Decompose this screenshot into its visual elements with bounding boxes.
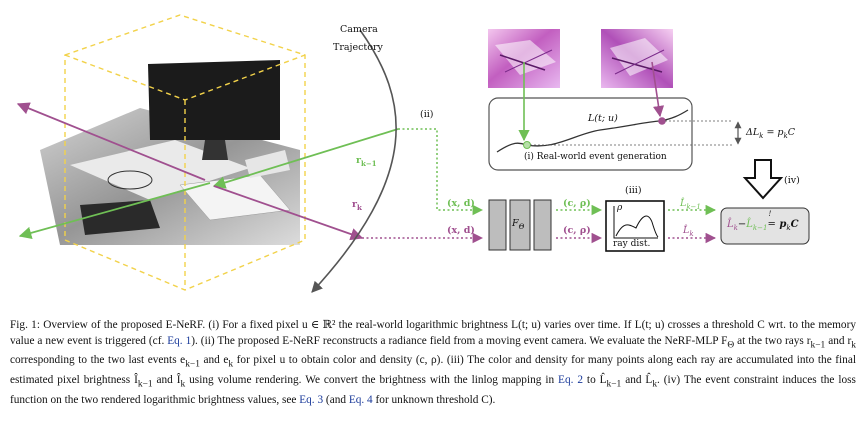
ltu-label: L(t; u): [588, 113, 618, 124]
ray-rk1: [212, 128, 399, 189]
camera-label: Camera: [340, 24, 378, 35]
step-iii-label: (iii): [625, 185, 642, 196]
eq2-link[interactable]: Eq. 2: [558, 374, 583, 387]
event-point-k1: [523, 141, 531, 149]
event-gen-label: (i) Real-world event generation: [524, 152, 667, 162]
event-generation-box: [488, 97, 693, 171]
camera-trajectory: [311, 29, 397, 293]
eq1-link[interactable]: Eq. 1: [167, 334, 192, 347]
overview-figure: [16, 14, 810, 293]
ray-rk-back: [16, 102, 206, 181]
ray-distribution-box: [605, 200, 665, 252]
constraint-box: [720, 207, 810, 245]
trajectory-label: Trajectory: [333, 42, 383, 53]
c-rho-top-label: (c, ρ): [563, 198, 591, 209]
ray-rk1-label: rk−1: [356, 155, 377, 168]
constraint-equation: L̂k−L̂k−1!= pkC: [727, 210, 799, 232]
l-hat-k-label: L̂k: [683, 225, 694, 238]
figure-caption: Fig. 1: Overview of the proposed E-NeRF.…: [10, 319, 856, 407]
mlp-blocks: [488, 199, 552, 251]
event-frame-2: [601, 29, 673, 88]
event-point-k: [658, 117, 666, 125]
brightness-curve: [496, 109, 689, 153]
eq3-link[interactable]: Eq. 3: [299, 394, 324, 407]
dotted-green-path: [398, 128, 484, 216]
delta-l-label: ΔLk = pkC: [746, 127, 796, 140]
step-iv-label: (iv): [784, 175, 800, 186]
xd-bottom-label: (x, d): [447, 225, 475, 236]
f-theta-label: FΘ: [512, 218, 525, 231]
monitor: [148, 60, 280, 160]
bounding-cube: [64, 14, 306, 291]
c-rho-bottom-label: (c, ρ): [563, 225, 591, 236]
ray-dist-label: ray dist.: [613, 239, 651, 249]
step-ii-label: (ii): [420, 109, 434, 120]
event-frame-1: [488, 29, 560, 88]
constraint-bang: !: [768, 210, 772, 218]
eq4-link[interactable]: Eq. 4: [348, 394, 373, 407]
ray-rk-label: rk: [352, 199, 362, 212]
ray-rk: [213, 185, 364, 241]
rho-axis-label: ρ: [617, 203, 623, 213]
xd-top-label: (x, d): [447, 198, 475, 209]
ray-rk1-back: [18, 182, 211, 240]
constraint-arrow: [742, 159, 784, 200]
l-hat-k1-label: L̂k−1: [680, 198, 701, 211]
